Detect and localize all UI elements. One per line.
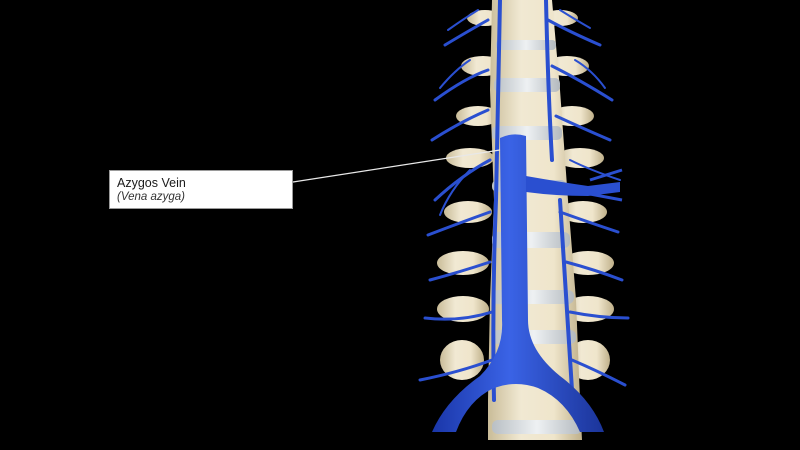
label-title: Azygos Vein	[117, 176, 186, 190]
azygos-vein-label[interactable]: Azygos Vein (Vena azyga)	[109, 170, 293, 209]
hemiazygos-veins	[491, 0, 574, 402]
azygos-vein	[432, 134, 623, 432]
intercostal-veins	[418, 9, 630, 387]
label-latin-name: (Vena azyga)	[117, 191, 185, 203]
leader-line	[292, 149, 501, 183]
